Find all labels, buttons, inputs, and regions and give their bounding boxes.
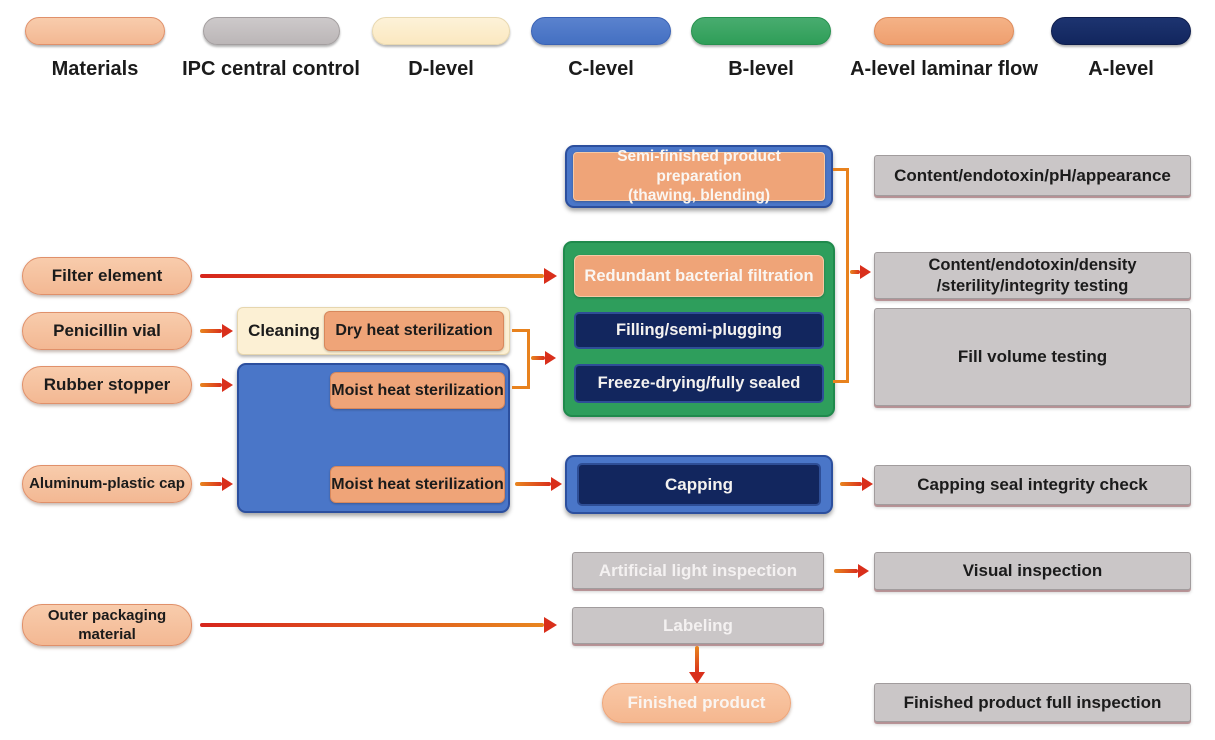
- arrow-sterilization-to-filling-shaft: [531, 356, 545, 360]
- freeze-drying-label: Freeze-drying/fully sealed: [597, 374, 801, 393]
- finished-product-label: Finished product: [627, 692, 766, 712]
- arrow-aluminum-cap-head: [222, 477, 233, 491]
- legend-pill-b-level: [691, 17, 831, 45]
- arrow-capping-to-check-head: [862, 477, 873, 491]
- moist-heat-sterilization-top-box: Moist heat sterilization: [330, 372, 505, 409]
- legend-pill-materials: [25, 17, 165, 45]
- arrow-labeling-to-finished-shaft: [695, 646, 699, 674]
- ipc-check-label: Visual inspection: [962, 561, 1103, 581]
- legend-pill-a-level-laminar: [874, 17, 1014, 45]
- material-pill-penicillin-vial: Penicillin vial: [22, 312, 192, 350]
- legend-label-a-level-laminar: A-level laminar flow: [850, 57, 1038, 80]
- light-inspection-label: Artificial light inspection: [598, 560, 798, 580]
- arrow-filter-element-shaft: [200, 274, 544, 278]
- material-label: Aluminum-plastic cap: [29, 475, 185, 492]
- legend-pill-a-level: [1051, 17, 1191, 45]
- legend-label-b-level: B-level: [728, 57, 794, 80]
- ipc-check-label: Finished product full inspection: [903, 692, 1162, 712]
- arrow-penicillin-vial-head: [222, 324, 233, 338]
- arrow-to-capping-shaft: [515, 482, 551, 486]
- semi-finished-label-line2: (thawing, blending): [627, 187, 771, 205]
- legend-label-d-level: D-level: [408, 57, 474, 80]
- legend-pill-ipc-central-control: [203, 17, 340, 45]
- arrow-rubber-stopper-shaft: [200, 383, 222, 387]
- material-pill-outer-packaging: Outer packaging material: [22, 604, 192, 646]
- material-label-line2: material: [78, 626, 136, 643]
- legend-label-ipc-central-control: IPC central control: [182, 57, 360, 80]
- legend-label-c-level: C-level: [568, 57, 634, 80]
- ipc-check-label: Fill volume testing: [957, 347, 1108, 367]
- arrow-filter-element-head: [544, 268, 557, 284]
- legend-label-materials: Materials: [51, 57, 139, 80]
- material-label: Filter element: [51, 265, 163, 285]
- ipc-check-fill-volume-box: Fill volume testing: [874, 308, 1191, 406]
- dry-heat-sterilization-box: Dry heat sterilization: [324, 311, 504, 351]
- filling-semi-plugging-box: Filling/semi-plugging: [574, 312, 824, 349]
- moist-heat-top-label: Moist heat sterilization: [331, 381, 504, 399]
- dry-heat-label: Dry heat sterilization: [335, 322, 493, 339]
- ipc-check-label: Content/endotoxin/pH/appearance: [894, 165, 1171, 185]
- freeze-drying-box: Freeze-drying/fully sealed: [574, 364, 824, 403]
- semi-finished-c-level-container: Semi-finished product preparation (thawi…: [565, 145, 833, 208]
- legend-pill-d-level: [372, 17, 510, 45]
- finished-product-pill: Finished product: [602, 683, 791, 723]
- arrow-sterilization-to-filling-head: [545, 351, 556, 365]
- cleaning-d-level-container: Cleaning Dry heat sterilization: [237, 307, 510, 355]
- moist-heat-bottom-label: Moist heat sterilization: [331, 475, 504, 493]
- cleaning-label: Cleaning: [248, 321, 320, 341]
- redundant-filtration-label: Redundant bacterial filtration: [584, 266, 814, 285]
- ipc-check-full-inspection-box: Finished product full inspection: [874, 683, 1191, 722]
- arrow-to-capping-head: [551, 477, 562, 491]
- arrow-labeling-to-finished-head: [689, 672, 705, 684]
- legend-pill-c-level: [531, 17, 671, 45]
- ipc-check-content-ph-box: Content/endotoxin/pH/appearance: [874, 155, 1191, 196]
- moist-heat-sterilization-bottom-box: Moist heat sterilization: [330, 466, 505, 503]
- capping-label: Capping: [665, 474, 733, 494]
- material-pill-filter-element: Filter element: [22, 257, 192, 295]
- bracket-process-to-testing: [833, 168, 849, 383]
- ipc-check-label: Capping seal integrity check: [917, 475, 1148, 495]
- ipc-check-capping-seal-box: Capping seal integrity check: [874, 465, 1191, 505]
- arrow-aluminum-cap-shaft: [200, 482, 222, 486]
- labeling-label: Labeling: [663, 615, 733, 635]
- material-label: Penicillin vial: [53, 320, 161, 340]
- material-label: Rubber stopper: [43, 374, 171, 394]
- material-pill-aluminum-plastic-cap: Aluminum-plastic cap: [22, 465, 192, 503]
- ipc-check-label-line1: Content/endotoxin/density: [928, 255, 1137, 274]
- arrow-inspection-to-visual-shaft: [834, 569, 858, 573]
- arrow-penicillin-vial-shaft: [200, 329, 222, 333]
- artificial-light-inspection-box: Artificial light inspection: [572, 552, 824, 589]
- ipc-check-density-sterility-box: Content/endotoxin/density /sterility/int…: [874, 252, 1191, 299]
- capping-box: Capping: [577, 463, 821, 506]
- arrow-process-to-testing-shaft: [850, 270, 860, 274]
- material-pill-rubber-stopper: Rubber stopper: [22, 366, 192, 404]
- semi-finished-preparation-box: Semi-finished product preparation (thawi…: [573, 148, 825, 204]
- bracket-sterilization-group: [512, 329, 530, 389]
- arrow-outer-packaging-shaft: [200, 623, 544, 627]
- labeling-box: Labeling: [572, 607, 824, 644]
- arrow-inspection-to-visual-head: [858, 564, 869, 578]
- capping-c-level-container: Capping: [565, 455, 833, 514]
- semi-finished-label-line1: Semi-finished product preparation: [617, 148, 781, 185]
- arrow-capping-to-check-shaft: [840, 482, 862, 486]
- legend-label-a-level: A-level: [1088, 57, 1154, 80]
- ipc-check-visual-inspection-box: Visual inspection: [874, 552, 1191, 590]
- ipc-check-label-line2: /sterility/integrity testing: [936, 276, 1129, 295]
- arrow-outer-packaging-head: [544, 617, 557, 633]
- arrow-rubber-stopper-head: [222, 378, 233, 392]
- material-label-line1: Outer packaging: [47, 606, 167, 624]
- redundant-bacterial-filtration-box: Redundant bacterial filtration: [574, 255, 824, 297]
- sterilization-c-level-container: Moist heat sterilization Moist heat ster…: [237, 363, 510, 513]
- filling-label: Filling/semi-plugging: [616, 321, 782, 340]
- b-level-container: Redundant bacterial filtration Filling/s…: [563, 241, 835, 417]
- arrow-process-to-testing-head: [860, 265, 871, 279]
